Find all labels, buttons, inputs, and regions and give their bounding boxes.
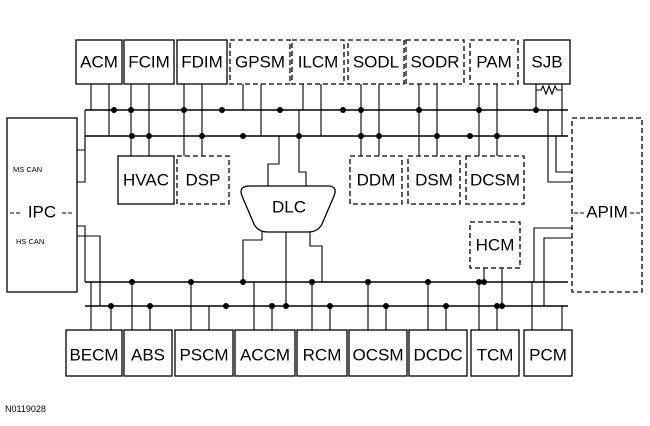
junction-dots — [108, 107, 539, 309]
module-dlc[interactable]: DLC — [240, 185, 336, 233]
module-dcsm-label: DCSM — [470, 170, 520, 189]
module-dcdc[interactable]: DCDC — [408, 329, 468, 377]
module-dsm-label: DSM — [415, 170, 453, 189]
module-ilcm[interactable]: ILCM — [291, 39, 345, 85]
module-acm-label: ACM — [80, 52, 118, 71]
module-gpsm[interactable]: GPSM — [229, 39, 291, 85]
top-module-wires — [90, 84, 563, 136]
module-dsp-label: DSP — [186, 170, 221, 189]
module-rcm[interactable]: RCM — [296, 329, 348, 377]
module-sjb[interactable]: SJB — [523, 39, 571, 85]
module-becm[interactable]: BECM — [65, 329, 123, 377]
ipc-hs-can-label: HS CAN — [16, 237, 44, 246]
module-sodl-label: SODL — [353, 52, 399, 71]
module-ilcm-label: ILCM — [298, 52, 339, 71]
module-hcm[interactable]: HCM — [469, 221, 521, 269]
module-sjb-label: SJB — [531, 52, 562, 71]
module-hvac[interactable]: HVAC — [117, 155, 175, 205]
module-pscm-label: PSCM — [179, 345, 228, 364]
module-ocsm-label: OCSM — [353, 345, 404, 364]
module-hvac-label: HVAC — [123, 170, 169, 189]
module-pam[interactable]: PAM — [469, 39, 519, 85]
module-tcm[interactable]: TCM — [470, 329, 520, 377]
module-fcim-label: FCIM — [128, 52, 170, 71]
module-ipc[interactable]: MS CAN IPC HS CAN — [6, 117, 78, 293]
hs-can-bus — [85, 281, 568, 307]
dlc-wires — [242, 110, 323, 306]
module-fdim-label: FDIM — [181, 52, 223, 71]
module-dcsm[interactable]: DCSM — [465, 155, 525, 205]
module-pcm[interactable]: PCM — [523, 329, 573, 377]
module-dsm[interactable]: DSM — [407, 155, 461, 205]
module-pam-label: PAM — [476, 52, 512, 71]
module-pcm-label: PCM — [529, 345, 567, 364]
module-ddm[interactable]: DDM — [349, 155, 403, 205]
module-dcdc-label: DCDC — [413, 345, 462, 364]
module-fdim[interactable]: FDIM — [176, 39, 228, 85]
module-ddm-label: DDM — [357, 170, 396, 189]
module-abs-label: ABS — [131, 345, 165, 364]
bottom-module-wires — [90, 282, 563, 330]
ipc-ms-can-label: MS CAN — [13, 165, 42, 174]
module-dsp[interactable]: DSP — [176, 155, 230, 205]
ms-can-bus — [85, 109, 568, 137]
module-sodr[interactable]: SODR — [405, 39, 465, 85]
module-accm[interactable]: ACCM — [234, 329, 296, 377]
sjb-resistor — [536, 84, 562, 96]
hcm-wires — [483, 268, 503, 306]
module-hcm-label: HCM — [476, 235, 515, 254]
module-dlc-label: DLC — [272, 197, 306, 216]
module-tcm-label: TCM — [477, 345, 514, 364]
module-abs[interactable]: ABS — [123, 329, 173, 377]
module-accm-label: ACCM — [240, 345, 290, 364]
module-ipc-label: IPC — [28, 202, 56, 221]
module-apim[interactable]: APIM — [571, 117, 643, 293]
reference-number: N0119028 — [5, 404, 46, 414]
module-sodl[interactable]: SODL — [347, 39, 405, 85]
apim-wires — [533, 109, 572, 307]
module-pscm[interactable]: PSCM — [174, 329, 234, 377]
ms-mid-module-wires — [130, 110, 498, 156]
module-gpsm-label: GPSM — [235, 52, 285, 71]
module-ocsm[interactable]: OCSM — [348, 329, 408, 377]
module-rcm-label: RCM — [303, 345, 342, 364]
module-sodr-label: SODR — [410, 52, 459, 71]
module-fcim[interactable]: FCIM — [123, 39, 175, 85]
module-acm[interactable]: ACM — [75, 39, 123, 85]
module-apim-label: APIM — [586, 202, 628, 221]
module-becm-label: BECM — [69, 345, 118, 364]
